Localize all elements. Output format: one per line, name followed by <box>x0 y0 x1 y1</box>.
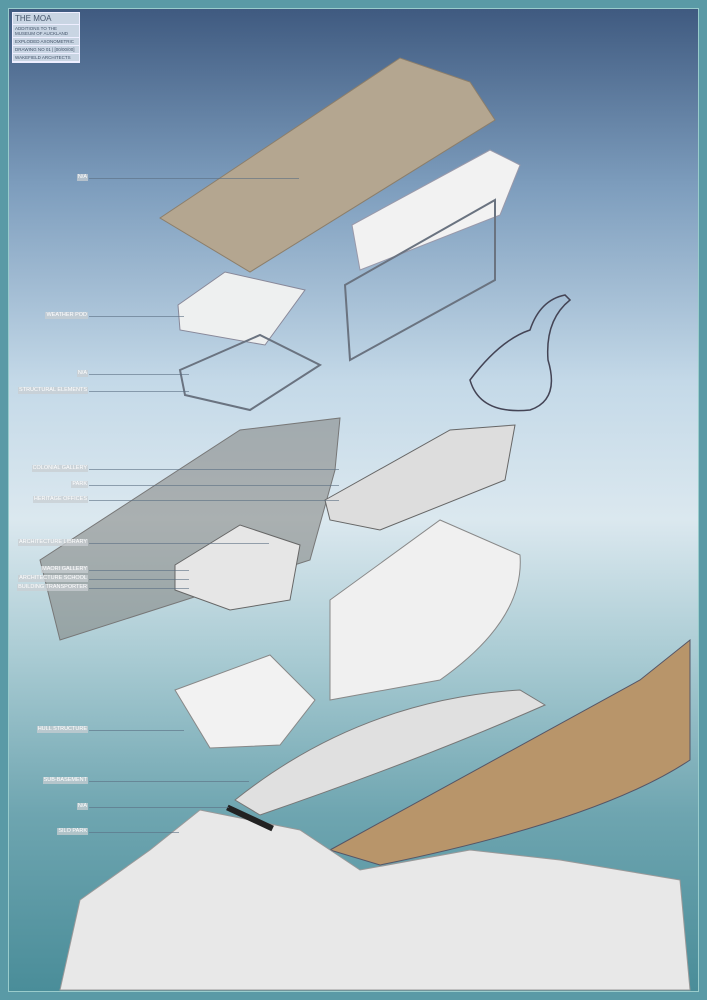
hull-spine <box>234 689 547 816</box>
label-structural-elements: STRUCTURAL ELEMENTS <box>18 387 88 394</box>
label-colonial-gallery: COLONIAL GALLERY <box>31 465 88 472</box>
leader-line <box>89 178 299 179</box>
label-na-3: N/A <box>76 803 88 810</box>
label-maori-gallery: MAORI GALLERY <box>41 566 88 573</box>
leader-line <box>89 807 229 808</box>
label-na-1: N/A <box>76 174 88 181</box>
leader-line <box>89 570 189 571</box>
colonial-gallery-block <box>324 424 516 531</box>
label-na-2: N/A <box>76 370 88 377</box>
label-park: PARK <box>71 481 88 488</box>
silo-park-structure <box>226 804 274 832</box>
roof-deck <box>159 57 496 273</box>
drawing-no: DRAWING NO 01 <box>15 47 51 52</box>
label-architecture-library: ARCHITECTURE LIBRARY <box>17 539 88 546</box>
drawing-type: EXPLODED AXONOMETRIC <box>13 38 79 46</box>
firm: WAKEFIELD ARCHITECTS <box>13 54 79 62</box>
leader-line <box>89 374 189 375</box>
leader-line <box>89 730 184 731</box>
label-hull-structure: HULL STRUCTURE <box>36 726 88 733</box>
moa-sculpture <box>469 294 572 412</box>
drawing-number: DRAWING NO 01 | [00/00/00] <box>13 46 79 54</box>
sub-basement-hull <box>328 638 691 866</box>
leader-line <box>89 391 189 392</box>
leader-line <box>89 485 339 486</box>
maori-gallery-block <box>174 524 301 611</box>
leader-line <box>89 316 184 317</box>
leader-line <box>89 469 339 470</box>
label-sub-basement: SUB-BASEMENT <box>42 777 88 784</box>
hull-structure <box>174 654 316 749</box>
leader-line <box>89 588 189 589</box>
label-weather-pod: WEATHER POD <box>45 312 88 319</box>
title-block: THE MOA ADDITIONS TO THE MUSEUM OF AUCKL… <box>12 12 80 63</box>
structural-frame-upper <box>343 198 496 362</box>
weather-pod <box>177 271 306 346</box>
hull-ribs-mid <box>329 519 521 701</box>
leader-line <box>89 543 269 544</box>
glazed-envelope <box>39 417 341 641</box>
structural-frame-lower <box>178 333 323 412</box>
leader-line <box>89 579 189 580</box>
leader-line <box>89 781 249 782</box>
label-building-transporter: BUILDING TRANSPORTER <box>17 584 88 591</box>
title: THE MOA <box>13 13 79 25</box>
leader-line <box>89 500 339 501</box>
roof-truss-upper <box>351 149 521 271</box>
label-architecture-school: ARCHITECTURE SCHOOL <box>18 575 88 582</box>
sheet-ref: [00/00/00] <box>54 47 75 52</box>
label-silo-park: SILO PARK <box>57 828 88 835</box>
label-heritage-offices: HERITAGE OFFICES <box>32 496 88 503</box>
subtitle: ADDITIONS TO THE MUSEUM OF AUCKLAND <box>13 25 79 38</box>
leader-line <box>89 832 179 833</box>
